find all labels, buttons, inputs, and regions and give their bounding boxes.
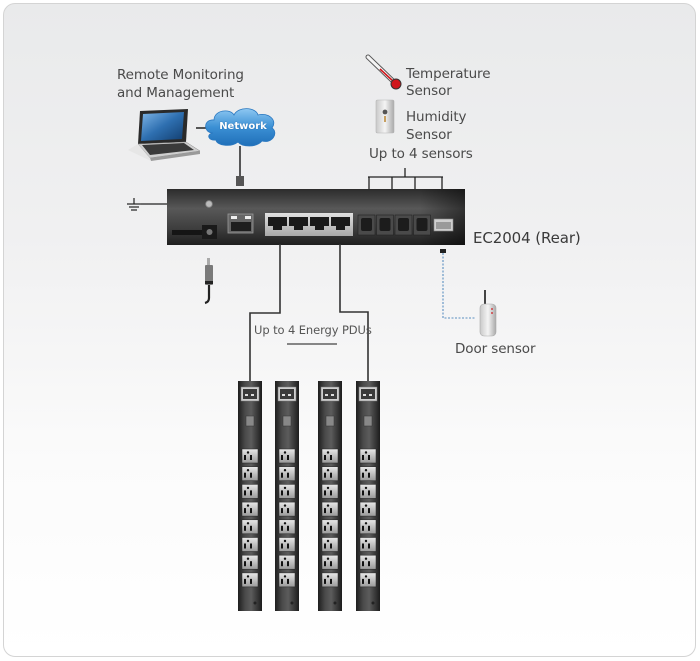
energy-pdu — [238, 381, 262, 611]
sensor-port — [394, 214, 413, 236]
door-sensor-icon — [479, 290, 497, 337]
energy-pdu — [356, 381, 380, 611]
remote-monitoring-label: Remote Monitoring — [117, 67, 244, 83]
ec2004-device — [167, 189, 465, 245]
pdu-outlet — [359, 448, 377, 464]
pdu-outlet — [278, 537, 296, 552]
pdu-outlet — [241, 554, 259, 570]
door-sensor-cable — [440, 249, 475, 319]
ethernet-port — [227, 213, 254, 234]
pdu-outlet — [359, 572, 377, 588]
pdu-outlet — [241, 501, 259, 517]
sensor-port — [413, 214, 431, 236]
temperature-label: Temperature — [406, 66, 491, 82]
pdu-outlet — [321, 537, 339, 552]
energy-pdu — [318, 381, 342, 611]
pdu-outlet — [359, 519, 377, 535]
network-cloud-icon — [205, 108, 276, 147]
pdu-lan-port — [268, 217, 287, 230]
pdu-outlet — [321, 448, 339, 464]
pdu-outlet — [359, 484, 377, 499]
pdu-outlet — [359, 466, 377, 481]
pdu-outlet — [321, 554, 339, 570]
sensor-port — [357, 214, 376, 236]
pdu-screw — [371, 601, 375, 605]
pdu-outlet — [241, 537, 259, 552]
pdu-outlet — [278, 554, 296, 570]
pdu-screw — [290, 601, 294, 605]
pdu-breaker — [325, 415, 335, 427]
pdu-outlet — [359, 537, 377, 552]
pdu-screw — [253, 601, 257, 605]
sensors-note: Up to 4 sensors — [369, 146, 473, 162]
laptop-icon — [128, 109, 201, 161]
pdu-outlet — [241, 519, 259, 535]
pdu-outlet — [278, 448, 296, 464]
pdu-outlet — [278, 572, 296, 588]
pdu-breaker — [245, 415, 255, 427]
pdu-cables — [249, 244, 369, 381]
pdu-outlet — [321, 519, 339, 535]
humidity-sensor-label: Sensor — [406, 127, 452, 143]
temperature-sensor-label: Sensor — [406, 83, 452, 99]
pdu-power-inlet — [320, 386, 340, 402]
diagram-frame — [3, 3, 696, 657]
pdu-power-inlet — [277, 386, 297, 402]
pdu-breaker — [282, 415, 292, 427]
pdu-outlet — [241, 466, 259, 481]
network-label: Network — [219, 121, 267, 132]
pdu-outlet — [359, 554, 377, 570]
pdu-lan-port — [331, 217, 350, 230]
pdu-outlet — [321, 501, 339, 517]
pdu-outlet — [278, 519, 296, 535]
remote-management-label: and Management — [117, 85, 235, 101]
pdu-outlet — [321, 484, 339, 499]
energy-pdu — [275, 381, 299, 611]
ground-screw-icon — [205, 200, 213, 208]
thermometer-icon — [365, 54, 402, 90]
pdu-outlet — [278, 484, 296, 499]
pdu-lan-port — [310, 217, 329, 230]
pdu-outlet — [278, 466, 296, 481]
pdu-outlet — [241, 448, 259, 464]
door-sensor-label: Door sensor — [455, 341, 536, 357]
device-label: EC2004 (Rear) — [473, 229, 581, 247]
pdu-power-inlet — [240, 386, 260, 402]
humidity-label: Humidity — [406, 109, 467, 125]
pdu-breaker — [363, 415, 373, 427]
pdu-outlet — [241, 572, 259, 588]
pdu-lan-port — [289, 217, 308, 230]
network-cable-connector — [236, 176, 244, 186]
pdu-outlet — [321, 466, 339, 481]
power-switch — [172, 230, 202, 235]
power-adapter-icon — [204, 258, 213, 305]
sensor-bracket — [368, 168, 443, 190]
pdu-outlet — [278, 501, 296, 517]
pdu-note: Up to 4 Energy PDUs — [254, 323, 372, 337]
pdu-outlet — [321, 572, 339, 588]
door-sensor-terminal — [433, 218, 454, 232]
pdu-outlet — [241, 484, 259, 499]
pdu-power-inlet — [358, 386, 378, 402]
sensor-port — [376, 214, 394, 236]
humidity-sensor-icon — [375, 99, 395, 134]
pdu-screw — [333, 601, 337, 605]
pdu-outlet — [359, 501, 377, 517]
